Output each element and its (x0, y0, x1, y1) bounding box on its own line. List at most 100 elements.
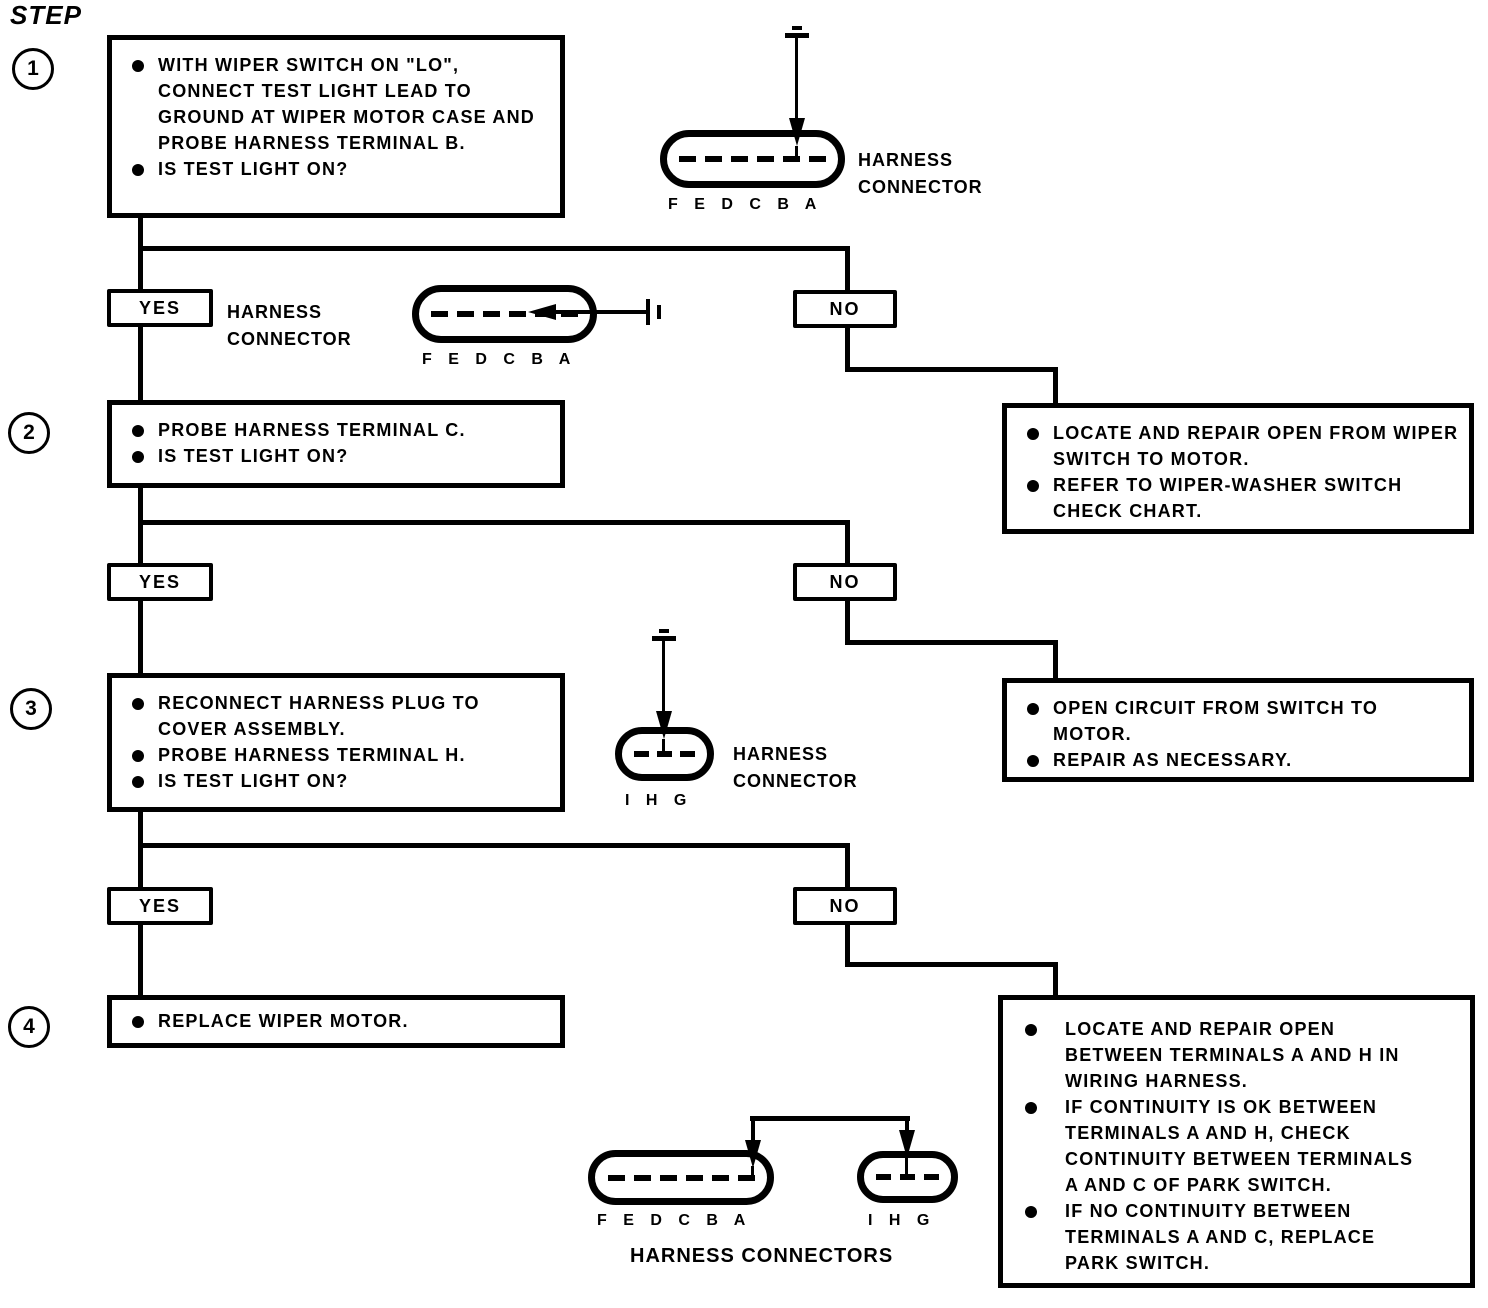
probe-needle-icon (795, 38, 798, 118)
terminal-pin (431, 311, 449, 317)
step-box-3: RECONNECT HARNESS PLUG TO COVER ASSEMBLY… (107, 673, 565, 812)
terminal-pin (483, 311, 501, 317)
terminal-pin (782, 156, 800, 162)
flow-line (138, 843, 850, 848)
terminal-pin (876, 1174, 892, 1180)
flow-line (138, 246, 850, 251)
terminal-labels-mid: F E D C B A (422, 351, 577, 368)
terminal-labels-bottom-left: F E D C B A (597, 1212, 752, 1229)
harness-connector-mid (412, 285, 597, 343)
flow-line (138, 327, 143, 402)
harness-connector-ihg-label: HARNESS CONNECTOR (733, 744, 858, 791)
bullet-icon (1027, 755, 1039, 767)
bullet-icon (1027, 480, 1039, 492)
flow-line (1053, 640, 1058, 680)
terminal-pin (705, 156, 723, 162)
terminal-pin (711, 1174, 729, 1181)
flow-line (138, 925, 143, 997)
bullet-icon (132, 698, 144, 710)
flow-line (1053, 962, 1058, 997)
probe-needle-icon (905, 1156, 908, 1174)
probe-needle-icon (662, 739, 665, 755)
result-box-2: OPEN CIRCUIT FROM SWITCH TO MOTOR. REPAI… (1002, 678, 1474, 782)
flow-line (845, 367, 1058, 372)
no-box-2: NO (793, 563, 897, 601)
result-box-1: LOCATE AND REPAIR OPEN FROM WIPER SWITCH… (1002, 403, 1474, 534)
bullet-icon (132, 776, 144, 788)
step-box-1: WITH WIPER SWITCH ON "LO", CONNECT TEST … (107, 35, 565, 218)
terminal-pin (899, 1174, 915, 1180)
flow-line (845, 640, 1058, 645)
bullet-icon (1025, 1024, 1037, 1036)
terminal-pin (731, 156, 749, 162)
instruction-bullet: IS TEST LIGHT ON? (126, 443, 552, 469)
bullet-icon (1025, 1206, 1037, 1218)
probe-needle-icon (789, 118, 805, 146)
terminal-pin (607, 1174, 625, 1181)
step-number-1: 1 (12, 48, 54, 90)
yes-box-2: YES (107, 563, 213, 601)
terminal-pin (685, 1174, 703, 1181)
terminal-pin (680, 751, 695, 757)
probe-needle-icon (899, 1130, 915, 1158)
no-box-3: NO (793, 887, 897, 925)
result-bullet: IF NO CONTINUITY BETWEEN TERMINALS A AND… (1019, 1198, 1424, 1276)
ground-icon (652, 636, 676, 641)
instruction-bullet: IS TEST LIGHT ON? (126, 156, 552, 182)
step-number-4: 4 (8, 1006, 50, 1048)
terminal-pin (923, 1174, 939, 1180)
probe-needle-icon (745, 1140, 761, 1168)
flow-line (845, 328, 850, 372)
flow-line (138, 812, 143, 889)
harness-connector-bottom-left (588, 1150, 774, 1205)
harness-connector-mid-label: HARNESS CONNECTOR (227, 302, 352, 349)
terminal-labels-bottom-right: I H G (868, 1212, 936, 1229)
terminal-pin (560, 311, 578, 317)
terminal-pin (508, 311, 526, 317)
terminal-pin (633, 1174, 651, 1181)
terminal-labels-top: F E D C B A (668, 196, 823, 213)
terminal-pin (634, 751, 649, 757)
bullet-icon (132, 60, 144, 72)
flow-line (138, 488, 143, 565)
bullet-icon (132, 750, 144, 762)
flow-line (845, 246, 850, 290)
result-bullet: LOCATE AND REPAIR OPEN BETWEEN TERMINALS… (1019, 1016, 1424, 1094)
no-box-1: NO (793, 290, 897, 328)
harness-connector-top-label: HARNESS CONNECTOR (858, 150, 983, 197)
probe-needle-icon (552, 310, 646, 314)
bullet-icon (1027, 428, 1039, 440)
instruction-bullet: PROBE HARNESS TERMINAL H. (126, 742, 552, 768)
result-bullet: REFER TO WIPER-WASHER SWITCH CHECK CHART… (1021, 472, 1461, 524)
probe-needle-icon (795, 146, 798, 162)
step-box-2: PROBE HARNESS TERMINAL C. IS TEST LIGHT … (107, 400, 565, 488)
instruction-bullet: IS TEST LIGHT ON? (126, 768, 552, 794)
ground-icon (785, 33, 809, 38)
probe-needle-icon (751, 1116, 755, 1142)
terminal-pin (808, 156, 826, 162)
flow-line (138, 601, 143, 675)
terminal-pin (659, 1174, 677, 1181)
bullet-icon (132, 425, 144, 437)
bullet-icon (132, 451, 144, 463)
flow-line (138, 218, 143, 290)
continuity-bracket (750, 1116, 910, 1121)
result-bullet: OPEN CIRCUIT FROM SWITCH TO MOTOR. (1021, 695, 1461, 747)
harness-connector-top (660, 130, 845, 188)
terminal-labels-ihg: I H G (625, 792, 693, 809)
yes-box-3: YES (107, 887, 213, 925)
terminal-pin (679, 156, 697, 162)
result-bullet: REPAIR AS NECESSARY. (1021, 747, 1461, 773)
result-box-3: LOCATE AND REPAIR OPEN BETWEEN TERMINALS… (998, 995, 1475, 1288)
result-bullet: LOCATE AND REPAIR OPEN FROM WIPER SWITCH… (1021, 420, 1461, 472)
terminal-pin (756, 156, 774, 162)
flow-line (845, 843, 850, 889)
probe-needle-icon (656, 711, 672, 739)
probe-needle-icon (662, 641, 665, 713)
instruction-bullet: RECONNECT HARNESS PLUG TO COVER ASSEMBLY… (126, 690, 552, 742)
instruction-bullet: PROBE HARNESS TERMINAL C. (126, 417, 552, 443)
ground-icon (657, 305, 661, 319)
ground-icon (792, 26, 802, 30)
instruction-bullet: REPLACE WIPER MOTOR. (126, 1008, 552, 1034)
